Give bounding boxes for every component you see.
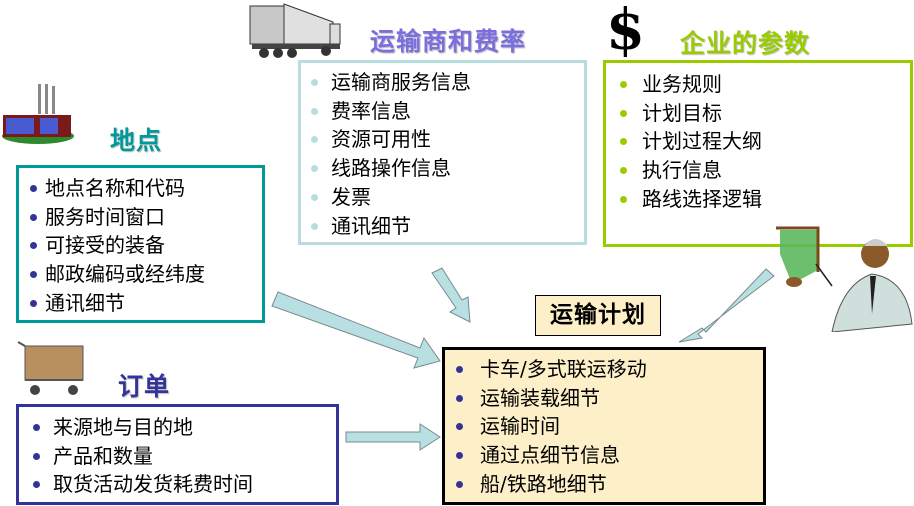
list-item: 地点名称和代码 xyxy=(30,174,262,203)
list-item: 业务规则 xyxy=(620,70,910,99)
list-item: 费率信息 xyxy=(311,97,584,126)
list-item: 运输商服务信息 xyxy=(311,68,584,97)
enterprise-box: 业务规则 计划目标 计划过程大纲 执行信息 路线选择逻辑 xyxy=(603,60,913,247)
list-item: 运输时间 xyxy=(456,412,763,441)
plan-box: 卡车/多式联运移动 运输装载细节 运输时间 通过点细节信息 船/铁路地细节 xyxy=(442,347,766,505)
shopping-cart-icon xyxy=(15,338,87,398)
location-box: 地点名称和代码 服务时间窗口 可接受的装备 邮政编码或经纬度 通讯细节 xyxy=(16,165,265,323)
list-item: 通过点细节信息 xyxy=(456,441,763,470)
list-item: 通讯细节 xyxy=(30,289,262,318)
list-item: 来源地与目的地 xyxy=(33,413,336,442)
list-item: 计划目标 xyxy=(620,99,910,128)
list-item: 取货活动发货耗费时间 xyxy=(33,470,336,499)
list-item: 运输装载细节 xyxy=(456,384,763,413)
presenter-icon xyxy=(772,224,914,332)
list-item: 船/铁路地细节 xyxy=(456,470,763,499)
arrow-order-to-plan xyxy=(345,423,441,451)
list-item: 卡车/多式联运移动 xyxy=(456,355,763,384)
order-box: 来源地与目的地 产品和数量 取货活动发货耗费时间 xyxy=(16,404,339,505)
carrier-title: 运输商和费率 xyxy=(370,27,527,56)
list-item: 可接受的装备 xyxy=(30,231,262,260)
list-item: 服务时间窗口 xyxy=(30,203,262,232)
dollar-icon: $ xyxy=(606,0,645,63)
list-item: 路线选择逻辑 xyxy=(620,185,910,214)
order-title: 订单 xyxy=(118,372,171,401)
plan-title: 运输计划 xyxy=(535,295,661,336)
truck-icon xyxy=(248,2,344,60)
factory-icon xyxy=(0,82,75,148)
list-item: 资源可用性 xyxy=(311,125,584,154)
arrow-carrier-to-plan xyxy=(431,267,471,323)
enterprise-title: 企业的参数 xyxy=(680,29,811,58)
list-item: 计划过程大纲 xyxy=(620,127,910,156)
list-item: 执行信息 xyxy=(620,156,910,185)
list-item: 线路操作信息 xyxy=(311,154,584,183)
carrier-box: 运输商服务信息 费率信息 资源可用性 线路操作信息 发票 通讯细节 xyxy=(298,60,587,245)
list-item: 通讯细节 xyxy=(311,212,584,241)
location-title: 地点 xyxy=(110,126,163,155)
arrow-enterprise-to-plan xyxy=(678,268,775,343)
list-item: 邮政编码或经纬度 xyxy=(30,260,262,289)
list-item: 产品和数量 xyxy=(33,442,336,471)
list-item: 发票 xyxy=(311,183,584,212)
arrow-location-to-plan xyxy=(271,291,441,369)
